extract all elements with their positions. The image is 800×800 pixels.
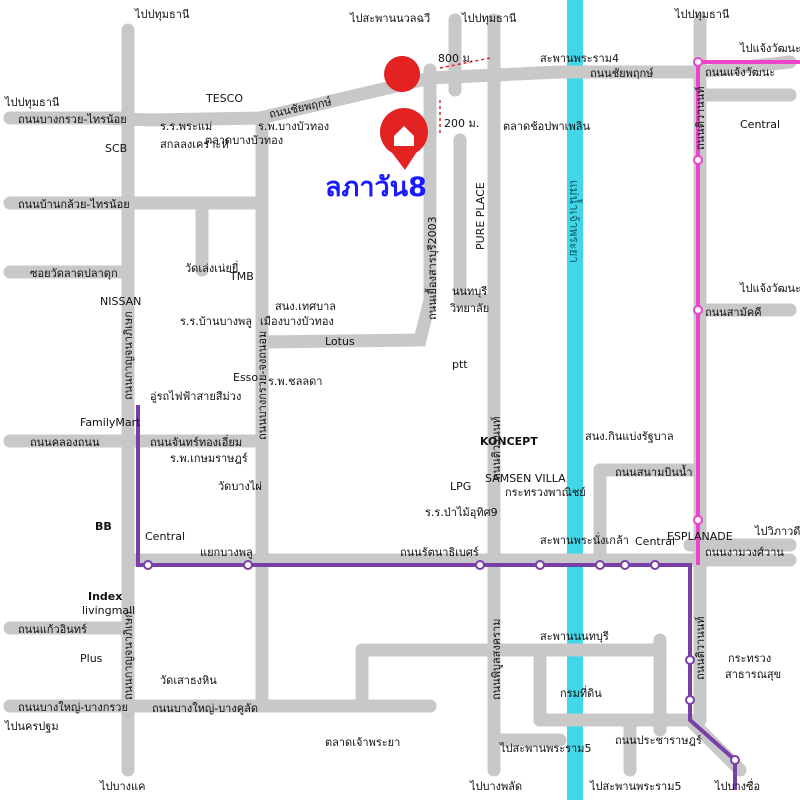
svg-text:FamilyMart: FamilyMart (80, 416, 141, 429)
svg-text:ไปนครปฐม: ไปนครปฐม (4, 720, 59, 733)
svg-text:ถนนเยื้องสารบุรี2003: ถนนเยื้องสารบุรี2003 (424, 216, 439, 320)
project-pin (380, 56, 428, 170)
svg-text:ถนนงามวงศ์วาน: ถนนงามวงศ์วาน (705, 546, 784, 559)
svg-text:วัดเล่งเน่ยยี่: วัดเล่งเน่ยยี่ (185, 260, 238, 275)
svg-text:Lotus: Lotus (325, 335, 355, 348)
svg-text:ถนนชัยพฤกษ์: ถนนชัยพฤกษ์ (268, 95, 333, 121)
svg-text:ร.พ.เกษมราษฎร์: ร.พ.เกษมราษฎร์ (170, 452, 248, 465)
purple-stations (143, 560, 740, 765)
svg-text:ไปสะพานพระราม5: ไปสะพานพระราม5 (499, 742, 592, 755)
svg-text:ถนนติวานนท์: ถนนติวานนท์ (490, 417, 503, 481)
svg-text:ถนนติวานนท์: ถนนติวานนท์ (694, 87, 707, 151)
svg-text:ถนนบางใหญ่-บางคูลัด: ถนนบางใหญ่-บางคูลัด (152, 702, 258, 715)
svg-text:ร.พ.ชลลดา: ร.พ.ชลลดา (268, 375, 322, 388)
svg-text:TESCO: TESCO (205, 92, 243, 105)
svg-text:ถนนชัยพฤกษ์: ถนนชัยพฤกษ์ (590, 67, 654, 80)
project-name: ลภาวัน8 (325, 172, 427, 203)
svg-text:ไปปทุมธานี: ไปปทุมธานี (4, 96, 60, 109)
svg-text:ถนนสนามบินน้ำ: ถนนสนามบินน้ำ (615, 464, 693, 479)
svg-text:KONCEPT: KONCEPT (480, 435, 538, 448)
svg-text:ถนนติวานนท์: ถนนติวานนท์ (694, 617, 707, 681)
svg-text:ร.ร.พระแม่: ร.ร.พระแม่ (160, 120, 212, 133)
svg-text:ตลาดบางบัวทอง: ตลาดบางบัวทอง (205, 134, 283, 147)
svg-text:ไปบางพลัด: ไปบางพลัด (469, 780, 522, 793)
svg-text:livingmall: livingmall (82, 604, 135, 617)
svg-text:เมืองบางบัวทอง: เมืองบางบัวทอง (260, 315, 334, 328)
svg-text:ถนนรัตนาธิเบศร์: ถนนรัตนาธิเบศร์ (400, 546, 479, 559)
svg-text:แยกบางพลู: แยกบางพลู (200, 546, 253, 559)
svg-text:Central: Central (145, 530, 185, 543)
svg-text:ถนนกาญจนาภิเษก: ถนนกาญจนาภิเษก (122, 311, 135, 400)
svg-text:สะพานพระราม4: สะพานพระราม4 (540, 52, 619, 65)
svg-text:วัดบางไผ่: วัดบางไผ่ (218, 480, 262, 493)
svg-text:LPG: LPG (450, 480, 471, 493)
svg-text:800 ม.: 800 ม. (438, 52, 473, 65)
svg-text:ตลาดเจ้าพระยา: ตลาดเจ้าพระยา (325, 736, 400, 749)
svg-text:ไปสะพานนวลฉวี: ไปสะพานนวลฉวี (349, 12, 430, 25)
svg-text:ร.ร.บ้านบางพลู: ร.ร.บ้านบางพลู (180, 315, 252, 328)
svg-text:ไปปทุมธานี: ไปปทุมธานี (134, 8, 190, 21)
svg-text:ถนนประชาราษฎร์: ถนนประชาราษฎร์ (615, 734, 702, 747)
svg-text:ถนนแก้วอินทร์: ถนนแก้วอินทร์ (18, 623, 87, 636)
svg-text:ถนนบางใหญ่-บางกรวย: ถนนบางใหญ่-บางกรวย (18, 701, 128, 714)
svg-text:ร.ร.ป่าไม้อุทิศ9: ร.ร.ป่าไม้อุทิศ9 (425, 506, 498, 519)
svg-text:แม่น้ำเจ้าพระยา: แม่น้ำเจ้าพระยา (567, 180, 583, 263)
distance-arrows (439, 57, 491, 135)
road-chaiyaphruek (93, 55, 797, 127)
svg-text:ซอยวัดลาดปลาดุก: ซอยวัดลาดปลาดุก (30, 267, 118, 280)
svg-text:สะพานนนทบุรี: สะพานนนทบุรี (540, 630, 609, 643)
svg-text:ร.พ.บางบัวทอง: ร.พ.บางบัวทอง (258, 120, 329, 133)
svg-text:ถนนกาญจนาภิเษก: ถนนกาญจนาภิเษก (122, 611, 135, 700)
svg-text:วัดเสาธงหิน: วัดเสาธงหิน (160, 674, 217, 687)
svg-text:Esso: Esso (233, 371, 258, 384)
svg-text:ถนนจันทร์ทองเอี่ยม: ถนนจันทร์ทองเอี่ยม (150, 434, 242, 449)
svg-text:กระทรวง: กระทรวง (728, 652, 771, 665)
svg-text:ถนนแจ้งวัฒนะ: ถนนแจ้งวัฒนะ (705, 66, 775, 79)
svg-text:สะพานพระนั่งเกล้า: สะพานพระนั่งเกล้า (540, 532, 629, 547)
svg-text:ถนนบ้านกล้วย-ไทรน้อย: ถนนบ้านกล้วย-ไทรน้อย (18, 198, 130, 211)
svg-text:ไปแจ้งวัฒนะ: ไปแจ้งวัฒนะ (739, 282, 800, 295)
svg-text:สกลลงเคราะห์: สกลลงเคราะห์ (160, 138, 229, 151)
svg-text:BB: BB (95, 520, 112, 533)
svg-text:ถนนสามัคคี: ถนนสามัคคี (705, 306, 762, 319)
svg-text:สนง.กินแบ่งรัฐบาล: สนง.กินแบ่งรัฐบาล (585, 430, 674, 443)
svg-text:TMB: TMB (229, 270, 254, 283)
svg-text:ไปวิภาวดี: ไปวิภาวดี (754, 525, 800, 538)
svg-text:SCB: SCB (105, 142, 127, 155)
svg-text:ไปปทุมธานี: ไปปทุมธานี (461, 12, 517, 25)
svg-text:ถนนคลองถนน: ถนนคลองถนน (30, 436, 100, 449)
svg-text:NISSAN: NISSAN (100, 295, 141, 308)
svg-text:200 ม.: 200 ม. (444, 117, 479, 130)
svg-text:ถนนบางกรวย-ไทรน้อย: ถนนบางกรวย-ไทรน้อย (18, 113, 127, 126)
svg-text:Central: Central (740, 118, 780, 131)
svg-text:อู่รถไฟฟ้าสายสีม่วง: อู่รถไฟฟ้าสายสีม่วง (150, 390, 241, 403)
svg-text:กระทรวงพาณิชย์: กระทรวงพาณิชย์ (505, 486, 586, 499)
svg-text:Plus: Plus (80, 652, 103, 665)
svg-text:ESPLANADE: ESPLANADE (667, 530, 733, 543)
svg-text:PURE PLACE: PURE PLACE (474, 182, 487, 250)
svg-text:SAMSEN VILLA: SAMSEN VILLA (485, 472, 566, 485)
svg-text:ถนนพิบูลสงคราม: ถนนพิบูลสงคราม (490, 619, 503, 700)
svg-text:ตลาดช้อปพาเพลิน: ตลาดช้อปพาเพลิน (503, 120, 590, 133)
svg-text:กรมที่ดิน: กรมที่ดิน (560, 685, 602, 700)
svg-text:ptt: ptt (452, 358, 468, 371)
svg-text:สาธารณสุข: สาธารณสุข (725, 668, 781, 681)
svg-text:Index: Index (88, 590, 122, 603)
pink-stations (693, 57, 703, 525)
svg-text:ไปบางซื่อ: ไปบางซื่อ (714, 778, 760, 793)
svg-text:สนง.เทศบาล: สนง.เทศบาล (275, 300, 336, 313)
svg-text:Central: Central (635, 535, 675, 548)
chao-phraya-river (567, 0, 583, 800)
svg-text:ไปสะพานพระราม5: ไปสะพานพระราม5 (589, 780, 682, 793)
svg-text:นนทบุรี: นนทบุรี (452, 285, 487, 298)
svg-text:ไปแจ้งวัฒนะ: ไปแจ้งวัฒนะ (739, 42, 800, 55)
svg-text:ถนนบางกรวย-จงถนอม: ถนนบางกรวย-จงถนอม (256, 331, 269, 440)
svg-text:ไปบางแค: ไปบางแค (99, 780, 146, 793)
svg-text:ไปปทุมธานี: ไปปทุมธานี (674, 8, 730, 21)
svg-text:วิทยาลัย: วิทยาลัย (449, 302, 489, 315)
